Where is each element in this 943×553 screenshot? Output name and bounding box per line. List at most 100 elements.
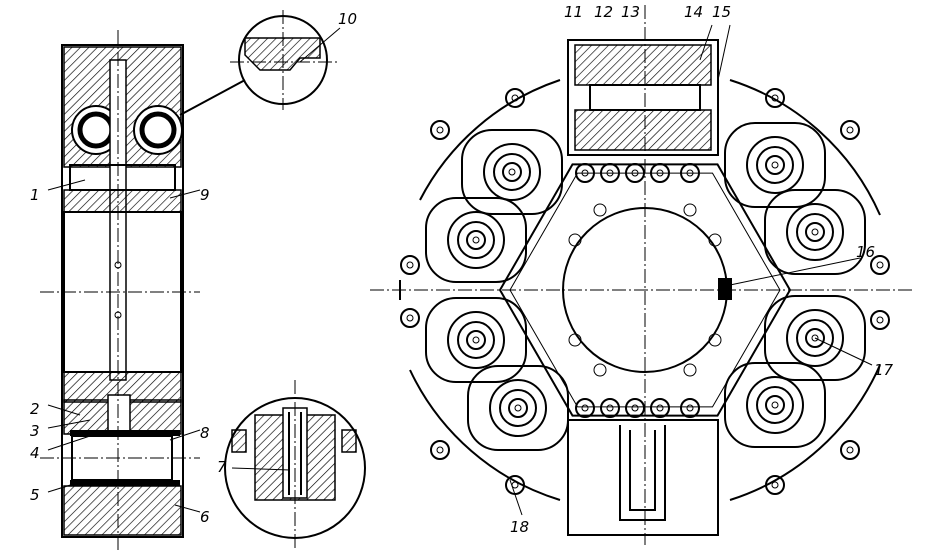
hexagon-hub [498,163,792,417]
bolt-center [581,169,589,177]
disk-outline [399,79,881,501]
bearing-pad [425,297,527,383]
hub-hole [708,233,722,247]
bolt-head [430,440,450,460]
pad-ring [765,155,785,175]
pad-ring [493,153,531,191]
bearing-pad [467,365,569,451]
label-2: 2 [30,400,40,418]
bearing-pad [461,129,563,215]
bottom-clamp [567,419,719,536]
detail-view-bottom [224,380,366,550]
bearing-pad [724,362,826,448]
pad-center [771,161,779,169]
label-13: 13 [621,3,640,21]
label-14: 14 [684,3,703,21]
pad-ring [457,321,495,359]
pad-ring [466,330,486,350]
pad-ring [483,143,541,201]
bolt-head [840,440,860,460]
hub-hole [708,333,722,347]
label-11: 11 [564,3,583,21]
pad-ring [499,389,537,427]
label-16: 16 [856,243,875,261]
bolt-head [400,255,420,275]
pad-ring [447,211,505,269]
bolt-head [680,163,700,183]
bolt-center [656,404,664,412]
bolt-head [625,398,645,418]
bolt-center [511,94,519,102]
bolt-head [575,163,595,183]
bolt-head [400,308,420,328]
bolt-head [600,163,620,183]
bottom-clamp-slot [619,425,666,521]
bearing-pad [724,122,826,208]
bolt-head [680,398,700,418]
pad-center [811,334,819,342]
pad-ring [502,162,522,182]
label-3: 3 [30,422,40,440]
pad-ring [746,136,804,194]
bolt-center [876,316,884,324]
pad-ring [786,309,844,367]
pad-ring [756,146,794,184]
hub-hole [593,363,607,377]
hub-hole [683,363,697,377]
bolt-center [846,446,854,454]
bolt-head [650,398,670,418]
bolt-head [650,163,670,183]
top-clamp-section [574,44,712,86]
bolt-center [656,169,664,177]
label-12: 12 [594,3,613,21]
pad-center [508,168,516,176]
pad-ring [796,319,834,357]
bolt-head [765,88,785,108]
label-15: 15 [712,3,731,21]
bolt-center [406,261,414,269]
pad-ring [805,328,825,348]
top-clamp-section [574,109,712,151]
label-8: 8 [200,424,210,442]
top-clamp [567,39,719,156]
bolt-center [406,314,414,322]
label-4: 4 [30,444,40,462]
bolt-center [581,404,589,412]
bearing-pad [764,295,866,381]
bolt-head [430,120,450,140]
pad-ring [786,203,844,261]
bolt-head [870,255,890,275]
label-5: 5 [30,486,40,504]
bolt-head [600,398,620,418]
hub-hole [568,233,582,247]
bearing-pad [764,189,866,275]
bolt-head [870,310,890,330]
bearing-pad [425,197,527,283]
pad-center [771,401,779,409]
pad-ring [508,398,528,418]
pad-ring [489,379,547,437]
hub-hole [683,203,697,217]
label-7: 7 [217,458,227,476]
label-10: 10 [338,10,357,28]
label-18: 18 [510,518,529,536]
bolt-center [606,404,614,412]
key-16 [718,278,732,300]
callouts: 1 2 3 4 5 6 7 8 9 10 11 12 13 14 15 16 1… [30,3,894,536]
label-1: 1 [30,186,40,204]
pad-ring [796,213,834,251]
bolt-head [505,88,525,108]
hub-hole [593,203,607,217]
front-view [370,5,915,545]
bolt-center [876,261,884,269]
bolt-center [436,446,444,454]
pad-center [811,228,819,236]
bolt-center [846,126,854,134]
bolt-head [575,398,595,418]
pad-ring [447,311,505,369]
pad-ring [765,395,785,415]
bolt-head [840,120,860,140]
pad-center [472,236,480,244]
detail-view-top [179,10,340,116]
